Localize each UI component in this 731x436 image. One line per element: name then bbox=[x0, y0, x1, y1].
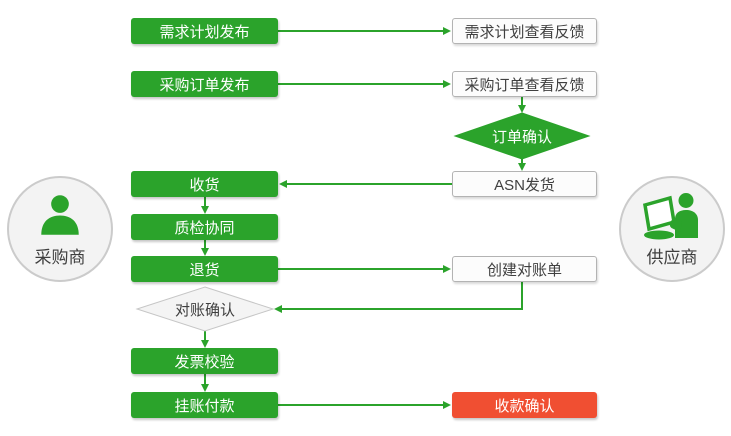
node-returns: 退货 bbox=[131, 256, 278, 282]
node-payment-on-account: 挂账付款 bbox=[131, 392, 278, 418]
node-demand-plan-publish: 需求计划发布 bbox=[131, 18, 278, 44]
edge-create-statement-to-reconciliation bbox=[274, 282, 523, 313]
node-demand-plan-feedback: 需求计划查看反馈 bbox=[452, 18, 597, 44]
person-icon bbox=[41, 195, 79, 235]
actor-buyer: 采购商 bbox=[7, 176, 113, 282]
actor-supplier: 供应商 bbox=[619, 176, 725, 282]
decision-reconciliation-confirm: 对账确认 bbox=[174, 301, 235, 319]
actor-supplier-label: 供应商 bbox=[646, 248, 698, 267]
node-purchase-order-publish: 采购订单发布 bbox=[131, 71, 278, 97]
person-laptop-icon bbox=[643, 193, 698, 240]
node-invoice-verification: 发票校验 bbox=[131, 348, 278, 374]
node-create-statement: 创建对账单 bbox=[452, 256, 597, 282]
decision-order-confirm: 订单确认 bbox=[491, 128, 552, 146]
node-quality-inspection: 质检协同 bbox=[131, 214, 278, 240]
node-receiving: 收货 bbox=[131, 171, 278, 197]
actor-buyer-label: 采购商 bbox=[34, 248, 86, 267]
node-asn-shipping: ASN发货 bbox=[452, 171, 597, 197]
node-payment-receipt-confirm: 收款确认 bbox=[452, 392, 597, 418]
node-purchase-order-feedback: 采购订单查看反馈 bbox=[452, 71, 597, 97]
